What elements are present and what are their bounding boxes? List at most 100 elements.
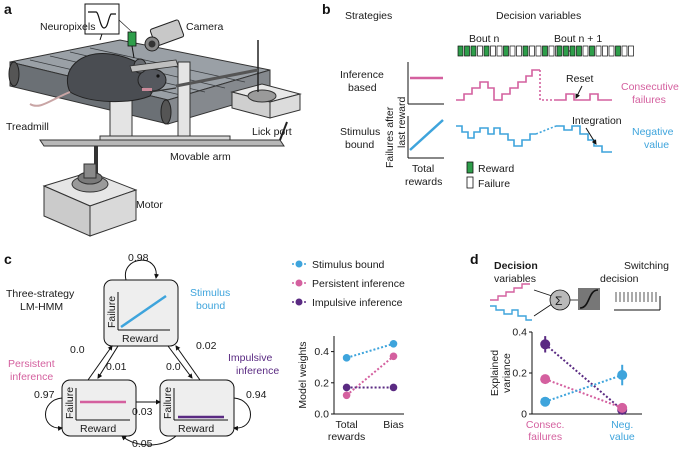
model-title-line1: Three-strategy (6, 288, 75, 300)
trans-right-to-top: 0.0 (166, 361, 181, 373)
pink-variable-trace (490, 283, 530, 301)
trans-top-self: 0.98 (128, 252, 149, 264)
bout-n1-pulse (576, 45, 582, 57)
reset-label: Reset (566, 73, 594, 85)
y-axis-label: Explainedvariance (489, 350, 513, 396)
stimulus-state-label-line1: Stimulus (190, 287, 230, 299)
bout-n-pulse (490, 45, 496, 57)
bout-n1-pulse (608, 45, 615, 57)
stimulus-strategy-axes (407, 116, 444, 159)
bout-n-pulse (522, 45, 529, 57)
bout-n-pulse (529, 45, 535, 57)
persistent-box-x: Reward (80, 423, 116, 435)
trans-right-self: 0.94 (246, 389, 267, 401)
stimulus-box-x: Reward (122, 333, 158, 345)
strategies-title: Strategies (345, 10, 392, 22)
motor-illustration (42, 163, 138, 237)
impulsive-box-x: Reward (178, 423, 214, 435)
bout-n1-pulse (556, 45, 563, 57)
bout-n1-pulse (595, 45, 602, 57)
bout-n1-pulse (628, 45, 634, 57)
data-point (617, 370, 628, 381)
y-tick-label: 0.4 (512, 327, 527, 339)
bout-n1-pulse (582, 45, 589, 57)
bout-n-pulse (503, 45, 509, 57)
inference-based-line2: based (348, 82, 377, 94)
series-line (345, 355, 395, 397)
camera-icon (144, 19, 185, 52)
data-point (540, 339, 551, 350)
camera-label: Camera (186, 21, 224, 33)
bout-n-pulse (509, 45, 516, 57)
state-impulsive-inference: Failure Reward (159, 379, 235, 437)
bout-n1-pulse (569, 45, 576, 57)
y-tick-label: 0 (521, 409, 527, 421)
panel-b-letter: b (322, 1, 331, 17)
trans-left-self: 0.97 (34, 389, 55, 401)
decision-label: Decision (494, 260, 538, 272)
bout-n-pulse (457, 45, 464, 57)
panel-d: d Decision variables Switching decision … (470, 251, 669, 443)
bout-n-pulse (470, 45, 477, 57)
x-tick-label: value (610, 431, 635, 443)
y-tick-label: 0.2 (512, 368, 527, 380)
data-point (389, 352, 398, 361)
bout-n1-pulse (563, 45, 569, 57)
persistent-state-label-line2: inference (10, 371, 53, 383)
strategy-legend: Stimulus bound Persistent inference Impu… (292, 259, 405, 309)
state-persistent-inference: Failure Reward (61, 379, 137, 437)
reward-legend-swatch (466, 161, 474, 174)
data-point (617, 402, 628, 413)
negative-value-line2: value (644, 139, 669, 151)
x-tick-label: Consec. (526, 419, 565, 431)
data-point (540, 396, 551, 407)
bout-n-pulse (477, 45, 483, 57)
data-point (389, 340, 398, 348)
y-tick-label: 0.2 (314, 377, 329, 389)
panel-b: b Strategies Decision variables Bout n B… (322, 1, 679, 190)
consecutive-failures-line2: failures (632, 94, 666, 106)
stimulus-bound-line1: Stimulus (340, 126, 380, 138)
sigma-symbol: Σ (555, 294, 562, 308)
impulsive-state-label-line1: Impulsive (228, 352, 273, 364)
failure-legend-swatch (466, 176, 474, 189)
panel-c: c Three-strategy LM-HMM Failure Reward F… (4, 251, 405, 450)
explained-variance-chart: 00.20.4ExplainedvarianceConsec.failuresN… (489, 327, 642, 443)
x-tick-label: Bias (383, 419, 403, 431)
decision-variables-title: Decision variables (496, 10, 581, 22)
bout-strip (457, 45, 634, 57)
state-stimulus-bound: Failure Reward (103, 279, 179, 347)
series-line (346, 342, 394, 359)
x-tick-label: Total (336, 419, 358, 431)
failure-legend-label: Failure (478, 178, 510, 190)
impulsive-state-label-line2: inference (236, 365, 279, 377)
stimulus-box-y: Failure (106, 296, 118, 328)
bout-n1-pulse (615, 45, 621, 57)
switching-ticks (615, 292, 657, 302)
negative-value-trace (456, 125, 536, 147)
bout-n-pulse (548, 45, 555, 57)
bout-n-pulse (483, 45, 490, 57)
trans-left-to-right: 0.03 (132, 406, 153, 418)
total-rewards-line2: rewards (405, 176, 442, 188)
neuropixels-probe (84, 3, 137, 59)
x-tick-label: Neg. (611, 419, 633, 431)
treadmill-label: Treadmill (6, 121, 49, 133)
model-title-line2: LM-HMM (20, 301, 63, 313)
data-point (342, 354, 351, 362)
failures-axis-line2: last reward (396, 96, 408, 148)
persistent-state-label-line1: Persistent (8, 358, 55, 370)
movable-arm (39, 121, 288, 176)
transition-arrows (45, 259, 251, 446)
legend-stimulus-bound: Stimulus bound (312, 259, 385, 271)
motor-label: Motor (136, 199, 163, 211)
data-point (540, 374, 551, 385)
failures-axis-line1: Failures after (384, 106, 396, 168)
blue-variable-trace (490, 305, 532, 321)
panel-a: a (4, 1, 302, 237)
series-line (544, 378, 623, 409)
bout-n-pulse (535, 45, 542, 57)
stimulus-state-label-line2: bound (196, 300, 225, 312)
